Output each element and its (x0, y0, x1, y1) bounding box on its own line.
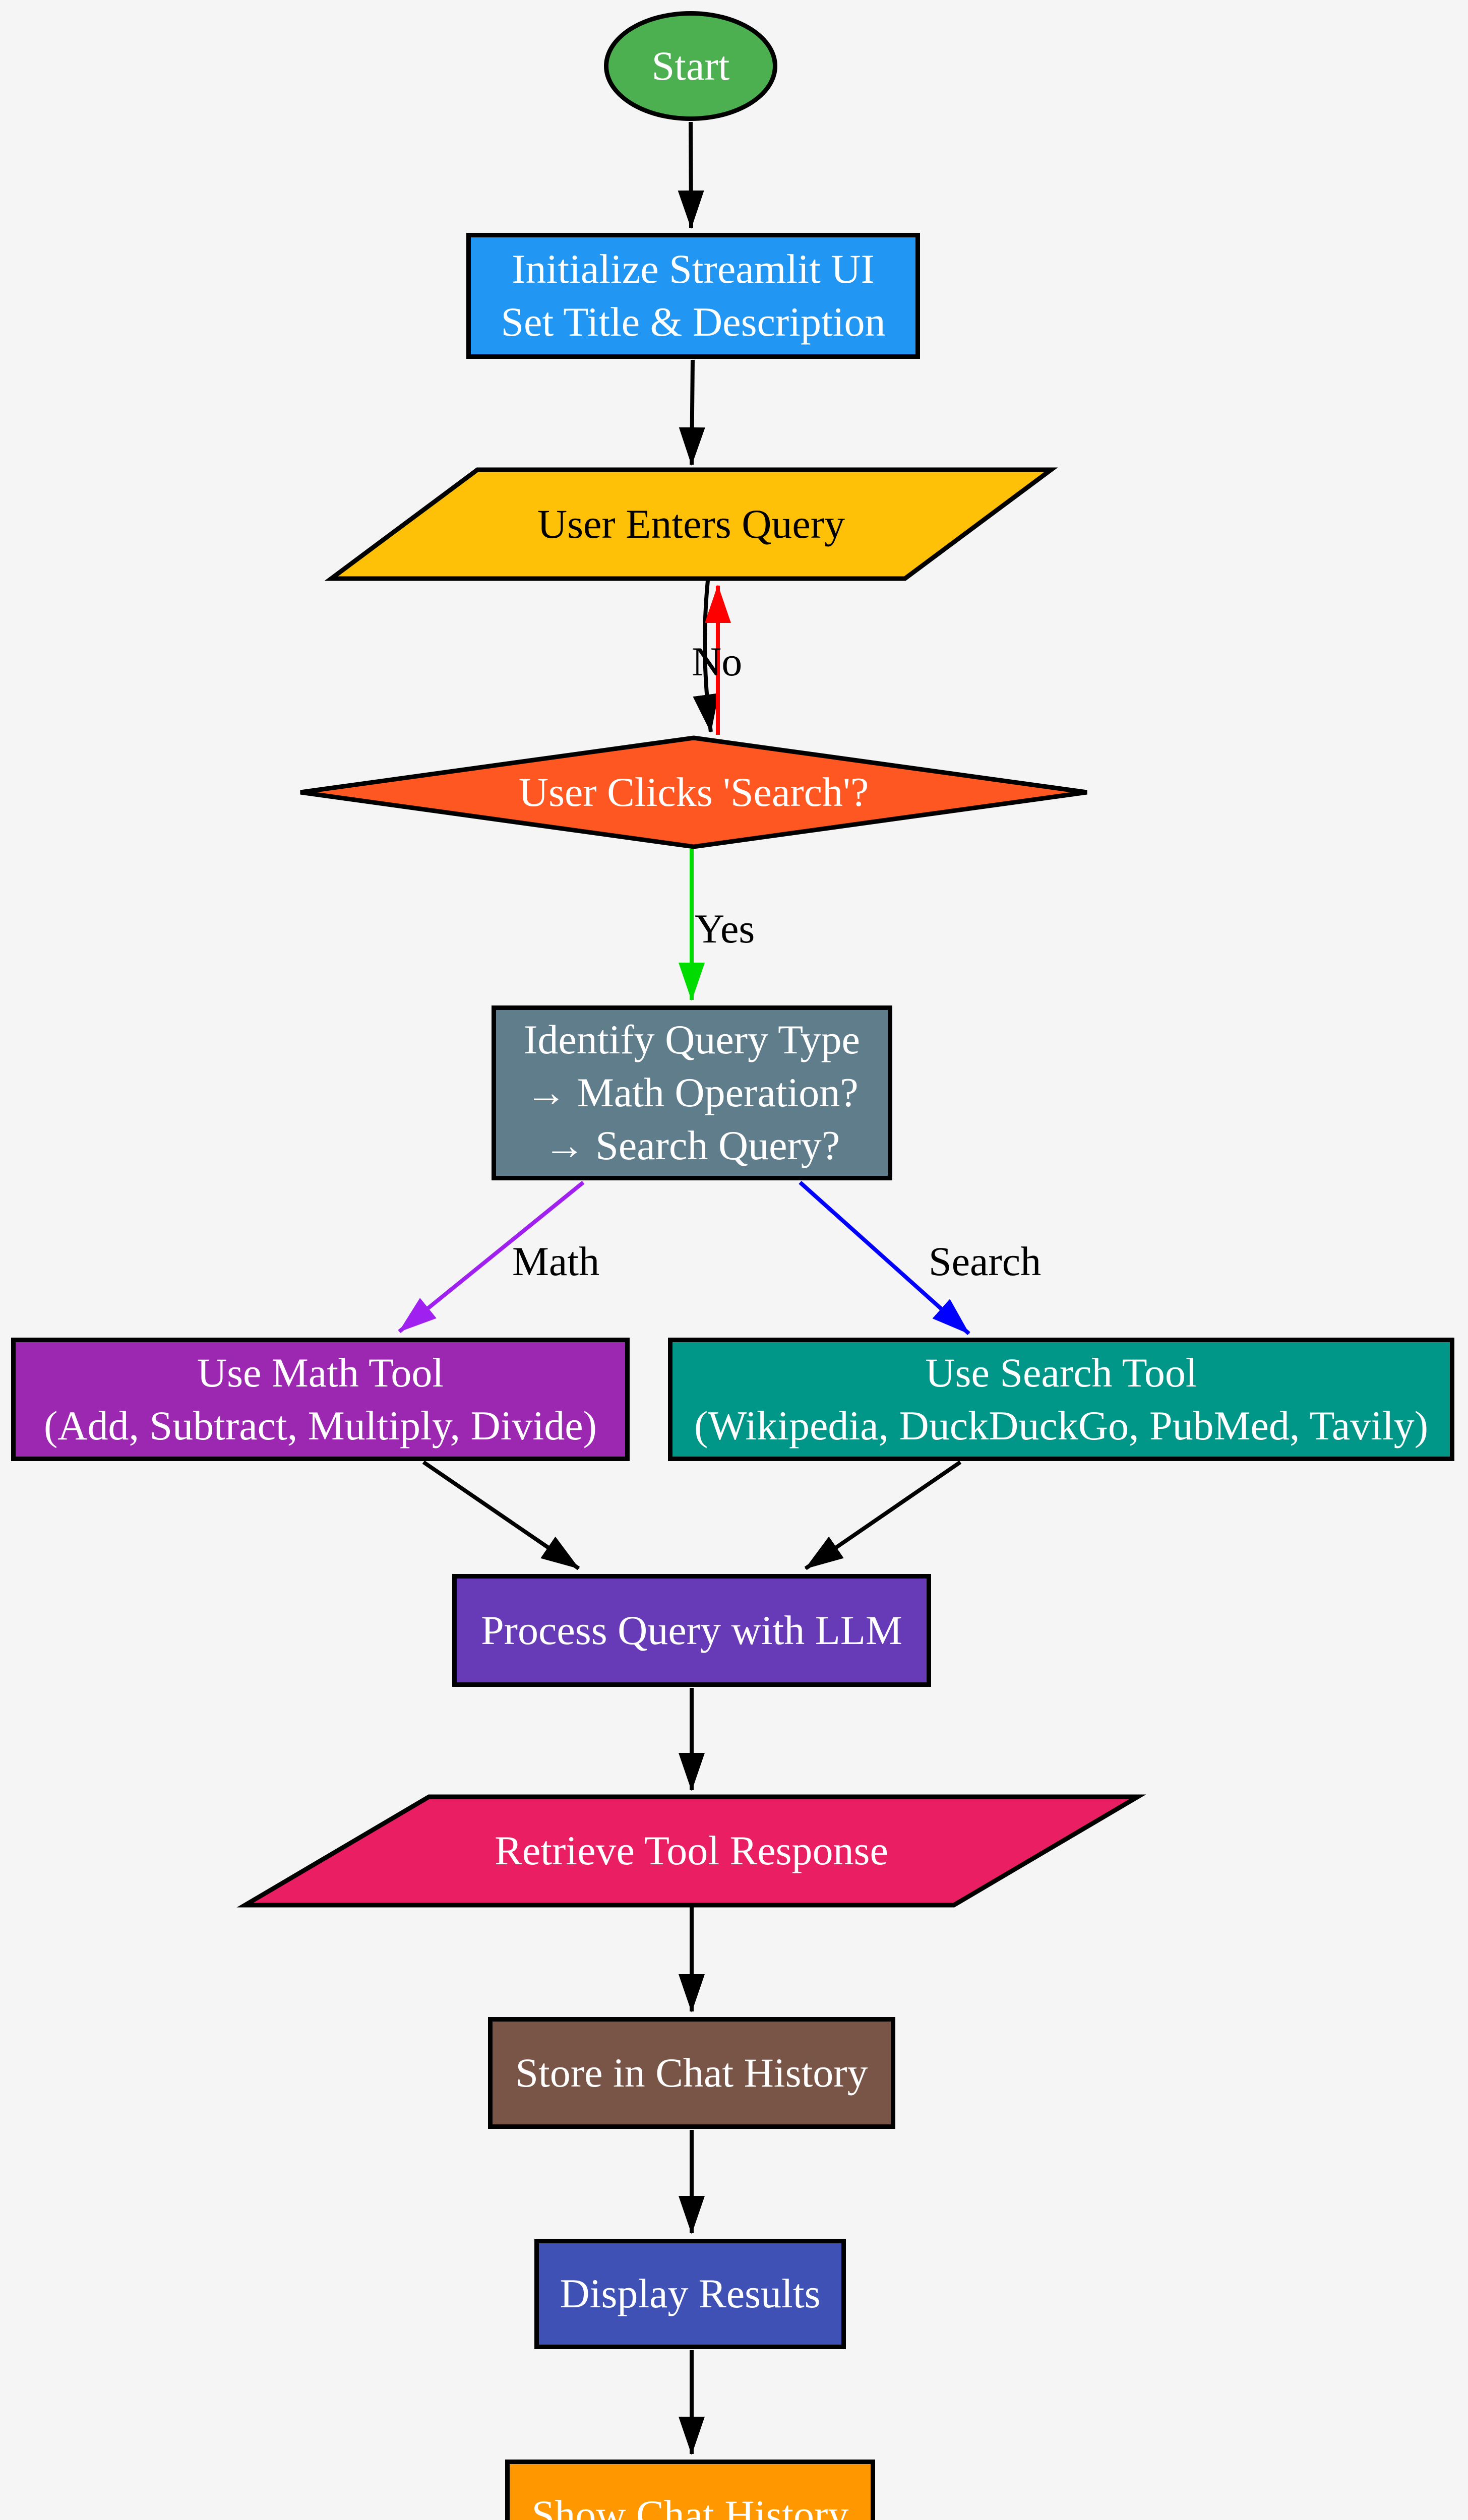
edge-math-llm (422, 1460, 580, 1570)
node-user-enters-query[interactable]: User Enters Query (537, 500, 845, 547)
edge-label-math: Math (512, 1238, 600, 1284)
node-display-results[interactable]: Display Results (534, 2239, 846, 2349)
user-enters-query-parallelogram-shape (324, 467, 1058, 581)
node-show-chat-history[interactable]: Show Chat History (505, 2460, 875, 2520)
node-use-math-tool[interactable]: Use Math Tool (Add, Subtract, Multiply, … (11, 1338, 630, 1461)
edge-init-query (679, 359, 705, 466)
edge-label-search: Search (929, 1238, 1042, 1284)
edge-search-llm (804, 1460, 962, 1570)
decision-diamond-shape (300, 735, 1087, 849)
node-retrieve-tool-response[interactable]: Retrieve Tool Response (495, 1828, 888, 1874)
node-user-clicks-search-decision[interactable]: User Clicks 'Search'? (518, 769, 869, 815)
node-initialize-ui[interactable]: Initialize Streamlit UI Set Title & Desc… (466, 233, 920, 359)
edge-label-yes: Yes (695, 906, 755, 952)
node-identify-query-type[interactable]: Identify Query Type → Math Operation? → … (492, 1005, 892, 1180)
node-use-search-tool[interactable]: Use Search Tool (Wikipedia, DuckDuckGo, … (668, 1338, 1454, 1461)
node-process-query-with-llm[interactable]: Process Query with LLM (452, 1574, 931, 1687)
retrieve-tool-response-parallelogram-shape (236, 1794, 1146, 1908)
edge-label-no: No (692, 639, 743, 684)
node-start[interactable]: Start (604, 11, 777, 121)
node-store-in-chat-history[interactable]: Store in Chat History (488, 2017, 895, 2129)
edge-identify-math (398, 1180, 585, 1334)
edge-identify-search (799, 1181, 970, 1335)
